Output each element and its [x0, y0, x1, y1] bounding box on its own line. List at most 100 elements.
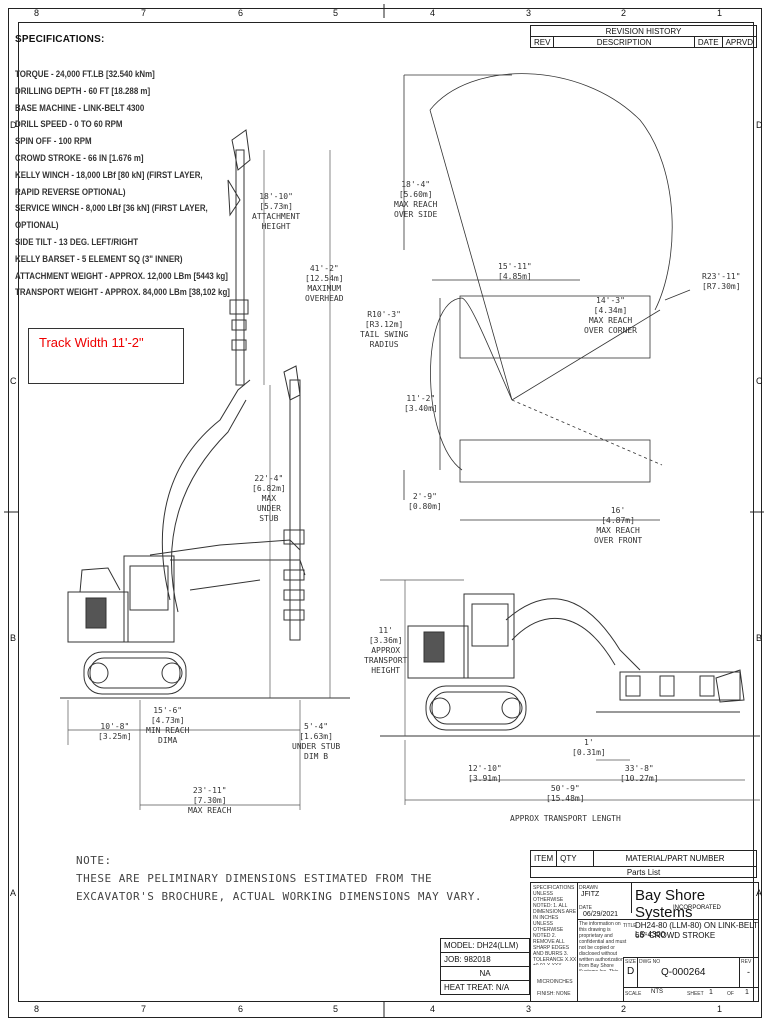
spec-line: SERVICE WINCH - 8,000 LBf [36 kN] (FIRST…	[15, 203, 208, 214]
zone-col-4-bottom: 4	[430, 1004, 436, 1014]
center-marks	[4, 4, 764, 1018]
dim-one-foot: 1'[0.31m]	[572, 738, 606, 757]
scale-label: SCALE	[625, 991, 642, 997]
title-line-1: DH24-80 (LLM-80) ON LINK-BELT LS-4300	[635, 921, 758, 939]
spec-line: DRILLING DEPTH - 60 FT [18.288 m]	[15, 85, 151, 96]
zone-col-4: 4	[430, 8, 436, 18]
date-label: DATE	[579, 905, 592, 911]
company-name: Bay Shore Systems	[635, 887, 706, 921]
drawing-border	[8, 8, 762, 1018]
spec-line: DRILL SPEED - 0 TO 60 RPM	[15, 119, 123, 130]
zone-col-6: 6	[238, 8, 244, 18]
right-dimensions	[380, 579, 760, 805]
dim-transport-length: APPROX TRANSPORT LENGTH	[510, 814, 621, 823]
excavator-working	[60, 129, 350, 699]
note-line: EXCAVATOR'S BROCHURE, ACTUAL WORKING DIM…	[76, 890, 482, 903]
scale-value: NTS	[651, 989, 663, 995]
spec-line: TORQUE - 24,000 FT.LB [32.540 kNm]	[15, 69, 155, 79]
spec-line: KELLY WINCH - 18,000 LBf [80 kN] (FIRST …	[15, 169, 203, 180]
rev-label: REV	[741, 959, 752, 965]
zone-col-1-bottom: 1	[717, 1004, 723, 1014]
parts-list-title: Parts List	[530, 866, 757, 878]
parts-list-table: ITEM QTY MATERIAL/PART NUMBER Parts List	[529, 850, 757, 878]
specifications-list: TORQUE - 24,000 FT.LB [32.540 kNm] DRILL…	[15, 66, 230, 301]
spec-line: KELLY BARSET - 5 ELEMENT SQ (3" INNER)	[15, 253, 183, 264]
spec-line: SIDE TILT - 13 DEG. LEFT/RIGHT	[15, 236, 139, 247]
zone-col-6-bottom: 6	[238, 1004, 244, 1014]
spec-notes: SPECIFICATIONS UNLESS OTHERWISE NOTED: 1…	[533, 885, 577, 965]
size-value: D	[627, 966, 635, 977]
spec-line: OPTIONAL)	[15, 220, 59, 231]
zone-col-5-bottom: 5	[333, 1004, 339, 1014]
zone-col-8-bottom: 8	[34, 1004, 40, 1014]
sheet-label: SHEET	[687, 991, 704, 997]
spec-line: TRANSPORT WEIGHT - APPROX. 84,000 LBm [3…	[15, 287, 230, 298]
revision-col-aprvd: APRVD	[721, 36, 758, 48]
zone-col-1: 1	[717, 8, 723, 18]
zone-row-c-right: C	[756, 376, 763, 386]
revision-col-description: DESCRIPTION	[553, 36, 695, 48]
job-heat-treat: HEAT TREAT: N/A	[440, 980, 530, 995]
plan-view	[403, 73, 691, 521]
revision-history-title: REVISION HISTORY	[530, 25, 757, 37]
job-number: JOB: 982018	[440, 952, 530, 967]
zone-row-d: D	[10, 120, 17, 130]
rev-value: -	[747, 967, 750, 977]
date-value: 06/29/2021	[583, 911, 619, 918]
zone-row-a-right: A	[756, 888, 763, 898]
job-na: NA	[440, 966, 530, 981]
proprietary-notes: The information on this drawing is propr…	[579, 921, 627, 971]
track-width-label: Track Width 11'-2"	[39, 335, 144, 350]
parts-col-material: MATERIAL/PART NUMBER	[593, 850, 757, 867]
parts-col-qty: QTY	[556, 850, 595, 867]
dwg-no-label: DWG NO	[639, 959, 661, 965]
drawn-label: DRAWN	[579, 885, 598, 891]
revision-history-table: REVISION HISTORY REV DESCRIPTION DATE AP…	[529, 25, 758, 48]
zone-col-7-bottom: 7	[141, 1004, 147, 1014]
size-label: SIZE	[625, 959, 637, 965]
zone-col-3-bottom: 3	[526, 1004, 532, 1014]
zone-col-2: 2	[621, 8, 627, 18]
left-dimensions	[67, 150, 331, 810]
finish-microinches: MICROINCHES	[537, 979, 573, 985]
dim-max-reach: 23'-11"[7.30m]MAX REACH	[188, 786, 232, 815]
track-width-box: Track Width 11'-2"	[28, 328, 184, 384]
of-value: 1	[745, 989, 749, 996]
note-line: THESE ARE PELIMINARY DIMENSIONS ESTIMATE…	[76, 872, 433, 885]
revision-col-date: DATE	[693, 36, 723, 48]
dim-fifty-nine: 50'-9"[15.48m]	[546, 784, 585, 803]
title-label: TITLE	[623, 923, 637, 929]
dim-thirtythree-eight: 33'-8"[10.27m]	[620, 764, 659, 783]
dim-fifteen-eleven: 15'-11"[4.85m]	[498, 262, 532, 281]
zone-col-3: 3	[526, 8, 532, 18]
zone-row-a: A	[10, 888, 17, 898]
note-title: NOTE:	[76, 854, 112, 867]
zone-col-8: 8	[34, 8, 40, 18]
zone-col-7: 7	[141, 8, 147, 18]
zone-row-b: B	[10, 633, 17, 643]
title-block: SPECIFICATIONS UNLESS OTHERWISE NOTED: 1…	[530, 882, 759, 1002]
spec-line: RAPID REVERSE OPTIONAL)	[15, 186, 126, 197]
revision-col-rev: REV	[529, 36, 555, 48]
dim-eleven-two: 11'-2"[3.40m]	[404, 394, 438, 413]
finish-none: FINISH: NONE	[537, 991, 571, 997]
of-label: OF	[727, 991, 734, 997]
spec-line: CROWD STROKE - 66 IN [1.676 m]	[15, 152, 144, 163]
spec-line: ATTACHMENT WEIGHT - APPROX. 12,000 LBm […	[15, 270, 228, 281]
job-info-table: MODEL: DH24(LLM) JOB: 982018 NA HEAT TRE…	[440, 938, 530, 995]
job-model: MODEL: DH24(LLM)	[440, 938, 530, 953]
dim-two-nine: 2'-9"[0.80m]	[408, 492, 442, 511]
zone-row-b-right: B	[756, 633, 763, 643]
zone-col-2-bottom: 2	[621, 1004, 627, 1014]
note-block: NOTE: THESE ARE PELIMINARY DIMENSIONS ES…	[76, 852, 482, 906]
company-incorporated: INCORPORATED	[673, 905, 721, 911]
